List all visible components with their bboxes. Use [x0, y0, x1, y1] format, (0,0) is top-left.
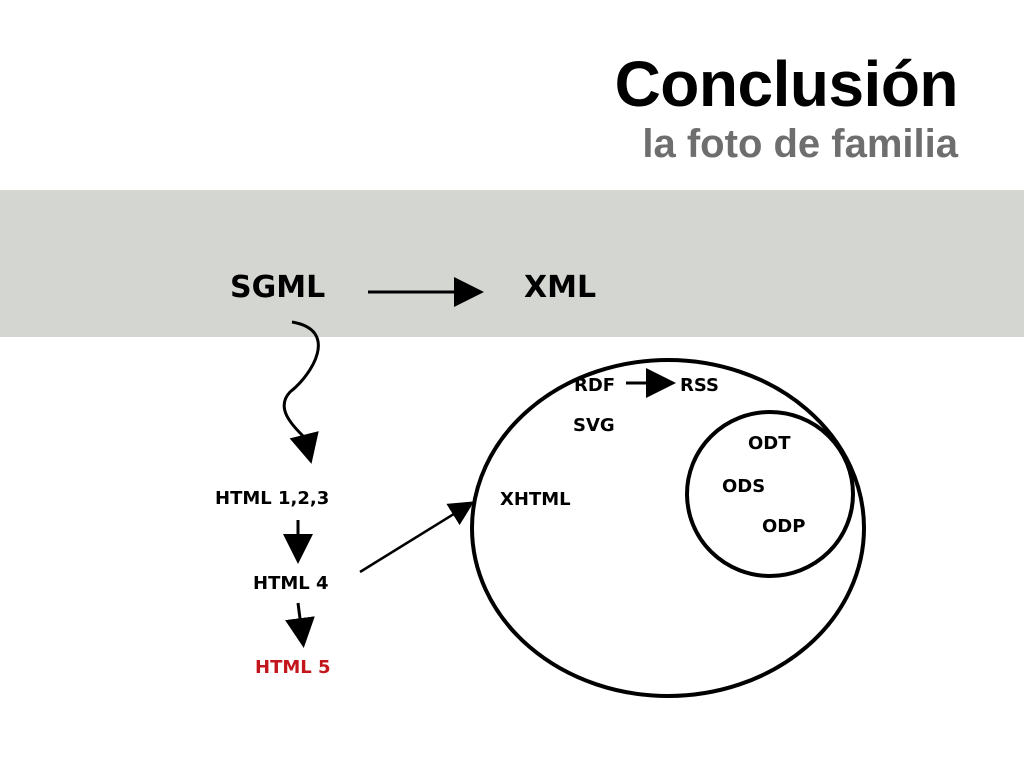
xhtml-label: XHTML	[500, 489, 571, 510]
html-5-label: HTML 5	[255, 657, 331, 678]
odf-family-circle	[685, 410, 855, 578]
sgml-label: SGML	[230, 270, 325, 305]
html-123-label: HTML 1,2,3	[215, 488, 329, 509]
slide-title: Conclusión	[614, 48, 959, 120]
svg-label: SVG	[573, 415, 615, 436]
ods-label: ODS	[722, 476, 765, 497]
slide-subtitle: la foto de familia	[642, 122, 958, 166]
rdf-label: RDF	[574, 375, 615, 396]
html4-to-xhtml-arrow	[359, 501, 475, 574]
rss-label: RSS	[680, 375, 719, 396]
xml-label: XML	[524, 270, 596, 305]
xml-family-ellipse	[470, 358, 866, 698]
sgml-to-html-arrow	[282, 320, 320, 464]
odp-label: ODP	[762, 516, 805, 537]
html4-to-html5-arrow	[285, 602, 315, 648]
odt-label: ODT	[748, 433, 791, 454]
html-4-label: HTML 4	[253, 573, 329, 594]
header-band	[0, 190, 1024, 337]
